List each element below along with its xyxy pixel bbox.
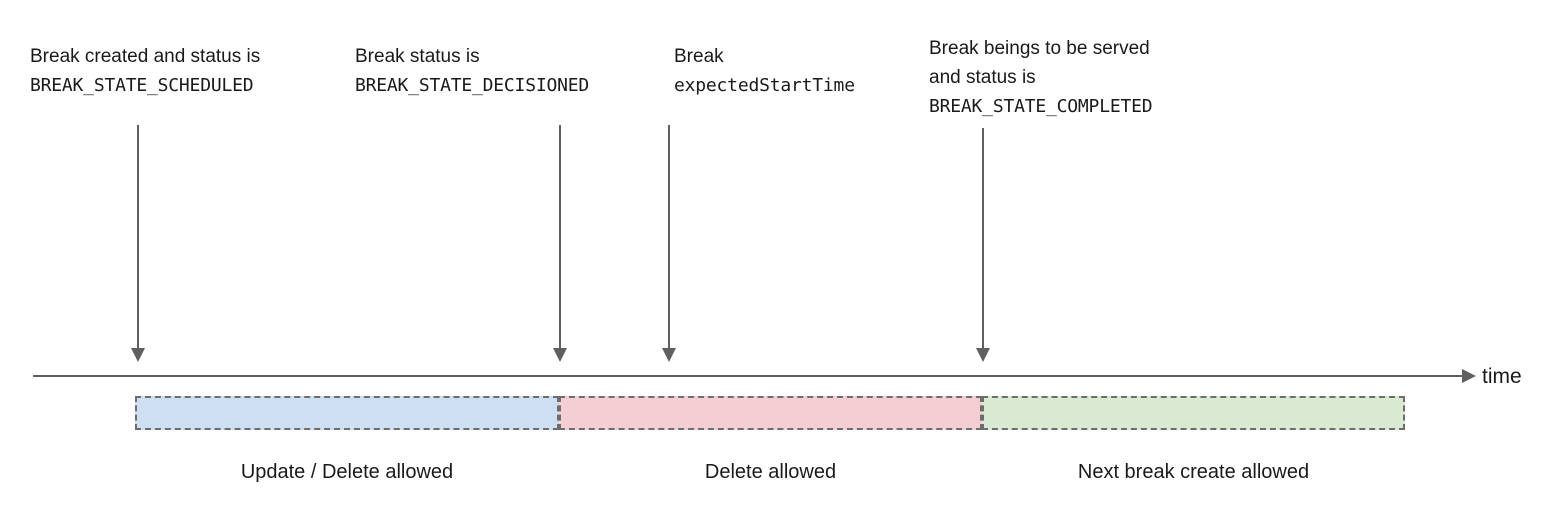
marker-arrow-scheduled-head <box>131 348 145 362</box>
marker-arrow-scheduled <box>127 125 149 375</box>
annotation-completed-line1: Break beings to be served <box>929 38 1150 59</box>
annotation-decisioned-line2: BREAK_STATE_DECISIONED <box>355 75 590 96</box>
annotation-completed-line3: BREAK_STATE_COMPLETED <box>929 96 1153 117</box>
annotation-expected-start-time-line2: expectedStartTime <box>674 75 855 96</box>
annotation-completed: Break beings to be served and status is … <box>929 34 1153 121</box>
marker-arrow-completed-head <box>976 348 990 362</box>
time-axis-line <box>33 375 1470 377</box>
time-axis-label: time <box>1482 365 1522 388</box>
phase-bar-update-delete <box>135 396 559 430</box>
phase-caption-next-break-create: Next break create allowed <box>1077 461 1310 483</box>
annotation-expected-start-time-line1: Break <box>674 46 724 67</box>
marker-arrow-completed <box>972 128 994 375</box>
marker-arrow-completed-shaft <box>982 128 984 350</box>
marker-arrow-decisioned <box>549 125 571 375</box>
time-axis-arrow-icon <box>1462 369 1476 383</box>
marker-arrow-expected-start-time <box>658 125 680 375</box>
annotation-decisioned: Break status is BREAK_STATE_DECISIONED <box>355 42 589 100</box>
marker-arrow-expected-start-time-shaft <box>668 125 670 350</box>
marker-arrow-scheduled-shaft <box>137 125 139 350</box>
marker-arrow-decisioned-head <box>553 348 567 362</box>
marker-arrow-expected-start-time-head <box>662 348 676 362</box>
phase-bar-delete <box>559 396 982 430</box>
marker-arrow-decisioned-shaft <box>559 125 561 350</box>
annotation-completed-line2: and status is <box>929 67 1036 88</box>
annotation-expected-start-time: Break expectedStartTime <box>674 42 855 100</box>
phase-bar-next-break-create <box>982 396 1405 430</box>
phase-caption-delete: Delete allowed <box>704 461 837 483</box>
annotation-scheduled: Break created and status is BREAK_STATE_… <box>30 42 260 100</box>
annotation-scheduled-line1: Break created and status is <box>30 46 261 67</box>
phase-caption-update-delete: Update / Delete allowed <box>240 461 454 483</box>
annotation-decisioned-line1: Break status is <box>355 46 480 67</box>
annotation-scheduled-line2: BREAK_STATE_SCHEDULED <box>30 75 254 96</box>
